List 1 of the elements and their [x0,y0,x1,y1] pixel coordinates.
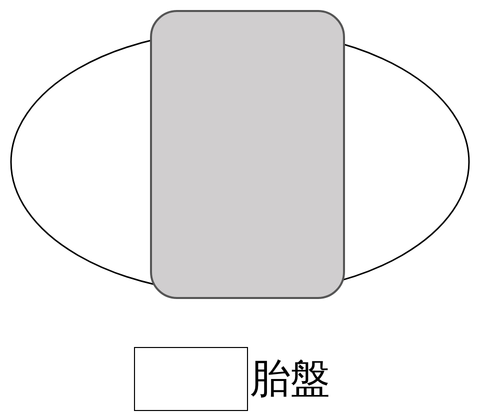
legend-label: 胎盤 [250,356,330,400]
